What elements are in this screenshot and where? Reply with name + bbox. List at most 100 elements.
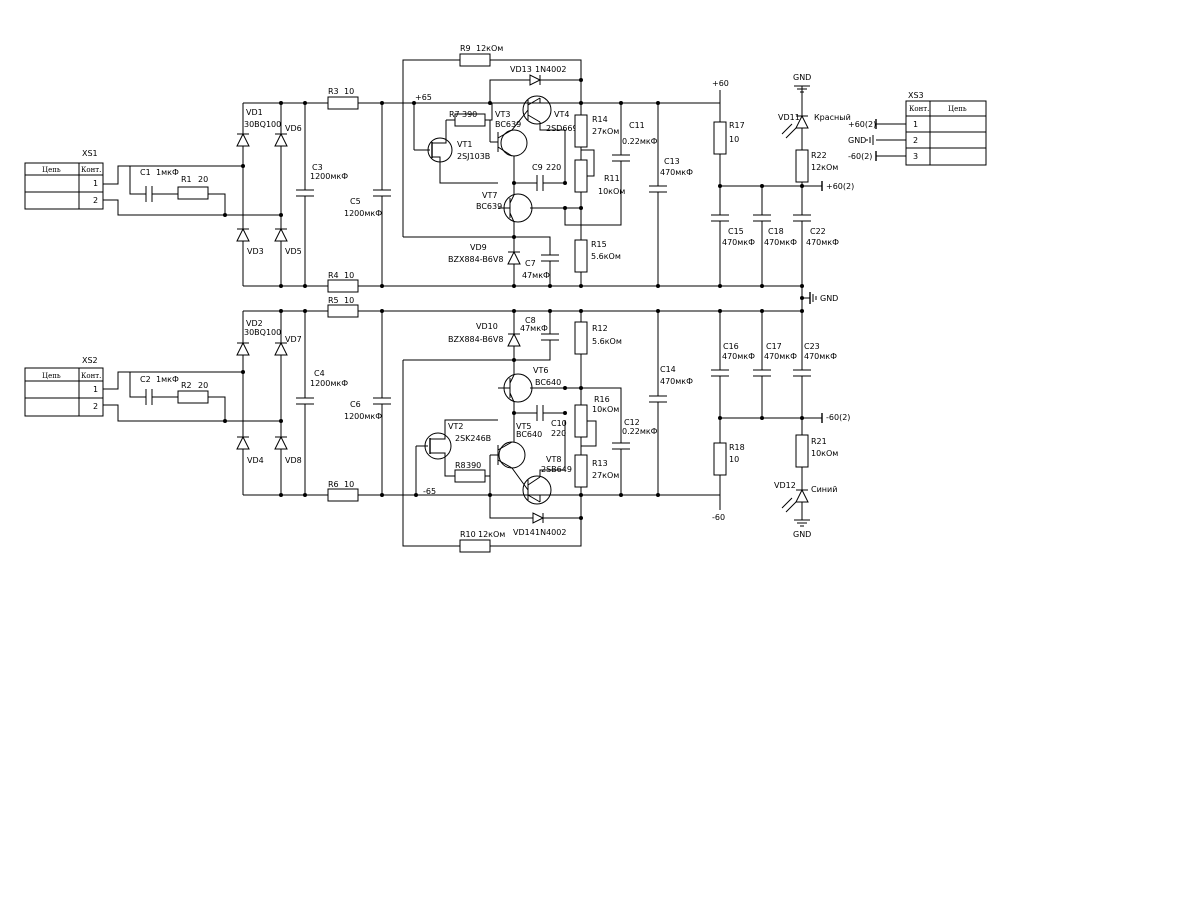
c7-value: 47мкФ — [522, 271, 550, 280]
vd3-ref: VD3 — [247, 247, 264, 256]
r1-ref: R1 — [181, 175, 192, 184]
r6-value: 10 — [344, 480, 354, 489]
c5-ref: C5 — [350, 197, 361, 206]
r11-ref: R11 — [604, 174, 620, 183]
vd1-value: 30BQ100 — [244, 120, 281, 129]
r12-value: 5.6кОм — [592, 337, 622, 346]
xs1-head-pin: Конт. — [81, 166, 101, 174]
supply-rails: R3 10 R4 10 R5 10 R6 10 +65 -65 GND — [243, 87, 838, 502]
r15-value: 5.6кОм — [591, 252, 621, 261]
c11-ref: C11 — [629, 121, 645, 130]
r2-ref: R2 — [181, 381, 192, 390]
r4-ref: R4 — [328, 271, 339, 280]
xs1-title: XS1 — [82, 149, 98, 158]
vd6-ref: VD6 — [285, 124, 302, 133]
c4-value: 1200мкФ — [310, 379, 348, 388]
c10-ref: C10 — [551, 419, 567, 428]
vt2-ref: VT2 — [448, 422, 463, 431]
c18-value: 470мкФ — [764, 238, 797, 247]
r9-ref: R9 — [460, 44, 471, 53]
r9-value: 12кОм — [476, 44, 503, 53]
vt8-ref: VT8 — [546, 455, 561, 464]
xs3-net1: +60(2) — [848, 120, 876, 129]
r11-value: 10кОм — [598, 187, 625, 196]
r13-value: 27кОм — [592, 471, 619, 480]
r22-value: 12кОм — [811, 163, 838, 172]
input-stage-top: C1 1мкФ R1 20 — [103, 165, 281, 216]
c17-ref: C17 — [766, 342, 782, 351]
vd2-value: 30BQ100 — [244, 328, 281, 337]
bridge-rectifier-bottom: VD2 30BQ100 VD7 VD4 VD8 — [236, 311, 302, 495]
vt4-ref: VT4 — [554, 110, 569, 119]
c18-ref: C18 — [768, 227, 784, 236]
vd7-ref: VD7 — [285, 335, 302, 344]
r18-value: 10 — [729, 455, 739, 464]
r18-ref: R18 — [729, 443, 745, 452]
vd9-value: BZX884-B6V8 — [448, 255, 503, 264]
r15-ref: R15 — [591, 240, 607, 249]
xs1-pin2: 2 — [93, 196, 98, 205]
c23-ref: C23 — [804, 342, 820, 351]
c8-ref: C8 — [525, 316, 536, 325]
xs2-title: XS2 — [82, 356, 98, 365]
vt7-ref: VT7 — [482, 191, 497, 200]
vd11-ref: VD11 — [778, 113, 800, 122]
vd10-value: BZX884-B6V8 — [448, 335, 503, 344]
c3-value: 1200мкФ — [310, 172, 348, 181]
c6-ref: C6 — [350, 400, 361, 409]
xs3-pin1: 1 — [913, 120, 918, 129]
c16-ref: C16 — [723, 342, 739, 351]
xs2-pin1: 1 — [93, 385, 98, 394]
c23-value: 470мкФ — [804, 352, 837, 361]
vd14-value: 1N4002 — [535, 528, 566, 537]
r1-value: 20 — [198, 175, 208, 184]
xs3-head-pin: Конт. — [909, 105, 929, 113]
vd13-value: 1N4002 — [535, 65, 566, 74]
r17-ref: R17 — [729, 121, 745, 130]
bridge-rectifier-top: VD1 30BQ100 VD6 VD3 VD5 — [236, 103, 302, 286]
net-minus60: -60 — [712, 513, 725, 522]
xs1-head-net: Цепь — [42, 166, 61, 174]
vt3-ref: VT3 — [495, 110, 510, 119]
c8-value: 47мкФ — [520, 324, 548, 333]
connector-xs3: XS3 Конт. Цепь 1 2 3 +60(2) GND -60(2) — [848, 91, 987, 166]
vd12-value: Синий — [811, 485, 837, 494]
c12-ref: C12 — [624, 418, 640, 427]
r7-value: 390 — [462, 110, 477, 119]
c9-value: 220 — [546, 163, 561, 172]
r17-value: 10 — [729, 135, 739, 144]
c1-ref: C1 — [140, 168, 151, 177]
vt5-ref: VT5 — [516, 422, 531, 431]
vd13-ref: VD13 — [510, 65, 532, 74]
c2-ref: C2 — [140, 375, 151, 384]
vd14-ref: VD14 — [513, 528, 535, 537]
vd4-ref: VD4 — [247, 456, 264, 465]
r21-value: 10кОм — [811, 449, 838, 458]
xs1-pin1: 1 — [93, 179, 98, 188]
xs3-pin3: 3 — [913, 152, 918, 161]
net-gnd-bottom: GND — [793, 530, 811, 539]
r13-ref: R13 — [592, 459, 608, 468]
regulator-negative: R10 12кОм VD14 1N4002 VT2 2SK246B R8 390… — [402, 311, 693, 553]
output-filter: +60 R17 10 C15 470мкФ C18 470мкФ C22 470… — [711, 73, 854, 539]
xs2-head-pin: Конт. — [81, 372, 101, 380]
net-minus65: -65 — [423, 487, 436, 496]
r22-ref: R22 — [811, 151, 827, 160]
junction-dots — [223, 78, 804, 520]
vd2-ref: VD2 — [246, 319, 263, 328]
vd1-ref: VD1 — [246, 108, 263, 117]
c5-value: 1200мкФ — [344, 209, 382, 218]
r14-value: 27кОм — [592, 127, 619, 136]
vd9-ref: VD9 — [470, 243, 487, 252]
vt8-value: 2SB649 — [541, 465, 572, 474]
vt3-value: BC639 — [495, 120, 521, 129]
c14-value: 470мкФ — [660, 377, 693, 386]
vt4-value: 2SD669 — [546, 124, 578, 133]
vd8-ref: VD8 — [285, 456, 302, 465]
connector-xs2: XS2 Цепь Конт. 1 2 — [24, 356, 104, 417]
bulk-capacitors: C3 1200мкФ C5 1200мкФ C4 1200мкФ C6 1200… — [296, 103, 391, 495]
c12-value: 0.22мкФ — [622, 427, 658, 436]
c4-ref: C4 — [314, 369, 325, 378]
net-minus60-2: -60(2) — [826, 413, 850, 422]
